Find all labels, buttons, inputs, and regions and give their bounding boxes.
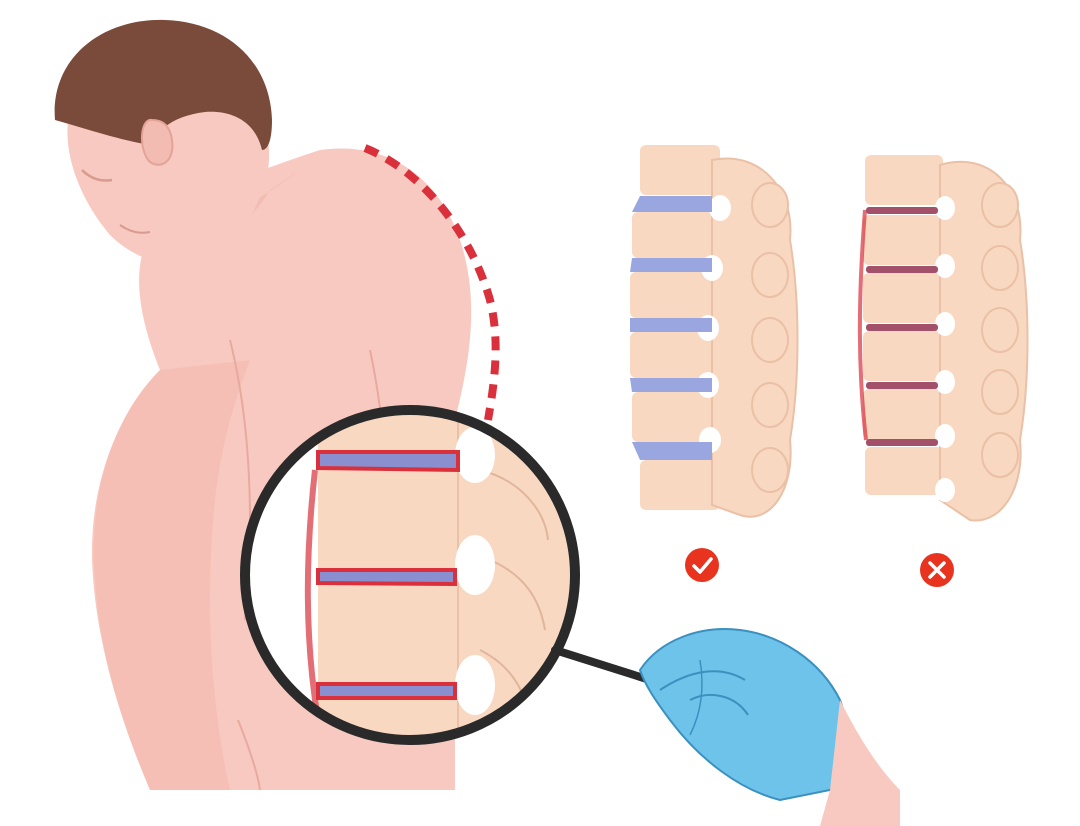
degenerated-disc	[866, 324, 938, 331]
belly	[93, 360, 251, 790]
gloved-hand	[638, 628, 900, 826]
magnifier	[240, 405, 654, 745]
eye	[81, 169, 113, 182]
healthy-disc	[630, 318, 712, 332]
magnified-disc-1	[316, 450, 460, 473]
cross-badge	[920, 553, 954, 587]
check-icon	[692, 557, 713, 574]
healthy-disc	[632, 196, 712, 212]
ear	[141, 119, 174, 166]
magnified-disc-2	[316, 568, 457, 587]
magnified-spine	[304, 410, 574, 740]
magnifier-handle	[551, 646, 654, 684]
bottom-line	[237, 719, 261, 791]
degenerated-disc	[866, 439, 938, 446]
degenerated-spine	[857, 155, 1029, 522]
check-badge	[685, 548, 719, 582]
healthy-disc	[630, 378, 712, 392]
degenerated-disc	[866, 207, 938, 214]
degenerated-disc	[866, 266, 938, 273]
magnifier-rim	[240, 405, 580, 745]
magnified-disc-3	[316, 682, 457, 700]
mouth	[119, 224, 151, 234]
healthy-disc	[632, 442, 712, 460]
posture-curve	[363, 144, 500, 421]
healthy-spine	[630, 145, 799, 518]
degenerated-disc	[866, 382, 938, 389]
cross-icon	[928, 561, 946, 579]
healthy-disc	[630, 258, 712, 272]
hair	[54, 19, 272, 150]
